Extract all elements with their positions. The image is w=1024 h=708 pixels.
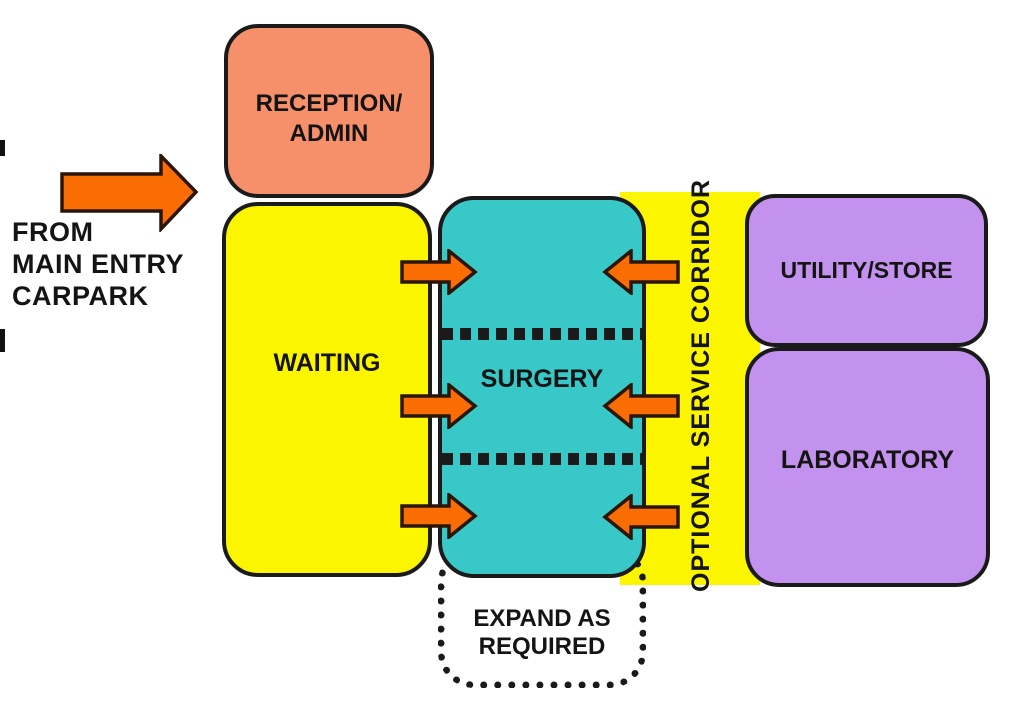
room-utility: UTILITY/STORE: [745, 194, 988, 347]
laboratory-label: LABORATORY: [780, 445, 955, 474]
flow-arrow-left-icon: [602, 494, 680, 540]
room-reception: RECEPTION/ ADMIN: [224, 24, 434, 198]
expand-label: EXPAND AS REQUIRED: [473, 605, 611, 660]
expand-outline: EXPAND AS REQUIRED: [438, 546, 646, 688]
surgery-divider-top: [442, 328, 642, 340]
edge-artifact-top: [0, 140, 5, 156]
entry-arrow-right-icon: [60, 154, 199, 232]
flow-arrow-right-icon: [400, 493, 478, 539]
edge-artifact-bottom: [0, 329, 5, 352]
surgery-divider-bottom: [442, 453, 642, 465]
room-laboratory: LABORATORY: [745, 347, 990, 587]
flow-arrow-left-icon: [602, 249, 680, 295]
surgery-label: SURGERY: [480, 365, 604, 393]
flow-arrow-right-icon: [400, 383, 478, 429]
entry-caption: FROM MAIN ENTRY CARPARK: [12, 217, 184, 311]
room-waiting: WAITING: [222, 202, 432, 577]
flow-arrow-right-icon: [400, 249, 478, 295]
waiting-label: WAITING: [273, 349, 381, 377]
corridor-label: OPTIONAL SERVICE CORRIDOR: [687, 178, 715, 592]
reception-label: RECEPTION/ ADMIN: [255, 90, 403, 147]
flow-arrow-left-icon: [602, 383, 680, 429]
utility-label: UTILITY/STORE: [780, 257, 953, 283]
